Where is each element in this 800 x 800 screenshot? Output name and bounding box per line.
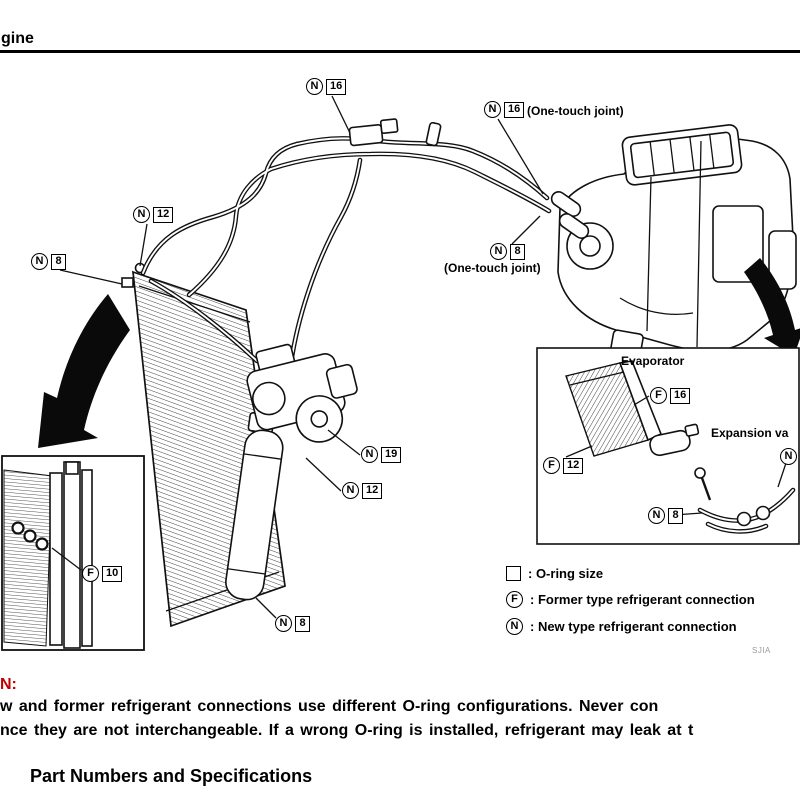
oring-size-value: 12 (153, 206, 174, 223)
oring-size-value: 19 (381, 446, 402, 463)
oring-size-value: 8 (295, 615, 310, 632)
callout-new-19-compressor: N 19 (361, 446, 402, 463)
header-divider (0, 50, 800, 53)
legend-label: : Former type refrigerant connection (530, 592, 755, 607)
oring-size-value: 8 (510, 243, 525, 260)
hvac-unit (557, 124, 797, 357)
refrigerant-type-symbol: N (648, 507, 665, 524)
section-heading: Part Numbers and Specifications (30, 766, 313, 786)
oring-size-value: 16 (326, 78, 347, 95)
refrigerant-type-symbol: N (275, 615, 292, 632)
legend-former-type: F : Former type refrigerant connection (506, 591, 755, 608)
pipe-clamp (425, 121, 442, 147)
detail-arrow-left (38, 294, 130, 448)
figure-code: SJIA (752, 646, 771, 655)
legend: : O-ring size F : Former type refrigeran… (506, 566, 755, 635)
hvac-vent-duct (621, 124, 743, 186)
oring-size-value: 16 (670, 387, 691, 404)
refrigerant-type-symbol: F (543, 457, 560, 474)
callout-new-16-top-pipe: N 16 (306, 78, 347, 95)
pipe-fitting (348, 118, 399, 147)
condenser-detail-inset (1, 455, 145, 651)
caution-heading-fragment: N: (0, 676, 17, 693)
compressor (246, 343, 358, 443)
refrigerant-type-symbol: N (31, 253, 48, 270)
o-ring-icon (11, 521, 25, 535)
callout-former-16-evaporator: F 16 (650, 387, 691, 404)
legend-oring-size: : O-ring size (506, 566, 755, 581)
refrigerant-type-symbol: N (484, 101, 501, 118)
oring-size-value: 16 (504, 101, 525, 118)
expansion-valve-label: Expansion va (711, 426, 789, 440)
refrigerant-type-symbol: N (361, 446, 378, 463)
oring-size-value: 12 (362, 482, 383, 499)
refrigerant-type-symbol: F (650, 387, 667, 404)
detail-arrow-right (744, 258, 800, 356)
one-touch-joint-lower (558, 213, 590, 239)
oring-size-value: 8 (51, 253, 66, 270)
refrigerant-type-symbol: N (133, 206, 150, 223)
former-type-symbol: F (506, 591, 523, 608)
oring-size-value: 10 (102, 565, 123, 582)
callout-new-8-receiver: N 8 (275, 615, 310, 632)
one-touch-joint-label-top: (One-touch joint) (527, 104, 624, 118)
caution-text-line1: w and former refrigerant connections use… (0, 698, 659, 715)
new-type-symbol: N (506, 618, 523, 635)
one-touch-joint-top (550, 191, 582, 217)
legend-label: : New type refrigerant connection (530, 619, 737, 634)
one-touch-joint-label-lower: (One-touch joint) (444, 261, 541, 275)
bolt-icon (694, 467, 706, 479)
refrigerant-type-symbol: N (490, 243, 507, 260)
refrigerant-type-symbol: N (780, 448, 797, 465)
callout-former-12-evaporator: F 12 (543, 457, 584, 474)
oring-size-value: 12 (563, 457, 584, 474)
callout-new-12-condenser-inlet: N 12 (133, 206, 174, 223)
o-ring-icon (23, 529, 37, 543)
callout-new-edge-cutoff: N (780, 448, 797, 465)
callout-new-12-compressor: N 12 (342, 482, 383, 499)
refrigerant-type-symbol: N (342, 482, 359, 499)
callout-former-10-condenser-inset: F 10 (82, 565, 123, 582)
caution-text-line2: nce they are not interchangeable. If a w… (0, 722, 694, 739)
callout-new-8-evaporator-pipe: N 8 (648, 507, 683, 524)
legend-label: : O-ring size (528, 566, 604, 581)
expansion-valve (649, 423, 700, 457)
callout-new-8-one-touch-joint: N 8 (490, 243, 525, 260)
receiver-drier (225, 412, 284, 601)
refrigerant-type-symbol: F (82, 565, 99, 582)
callout-new-8-condenser: N 8 (31, 253, 66, 270)
callout-leader-lines (51, 95, 788, 619)
oring-size-symbol (506, 566, 521, 581)
oring-size-value: 8 (668, 507, 683, 524)
page-header-fragment: gine (1, 30, 34, 47)
callout-new-16-one-touch-joint: N 16 (484, 101, 525, 118)
legend-new-type: N : New type refrigerant connection (506, 618, 755, 635)
refrigerant-type-symbol: N (306, 78, 323, 95)
o-ring-icon (35, 537, 49, 551)
evaporator-label: Evaporator (621, 354, 685, 368)
